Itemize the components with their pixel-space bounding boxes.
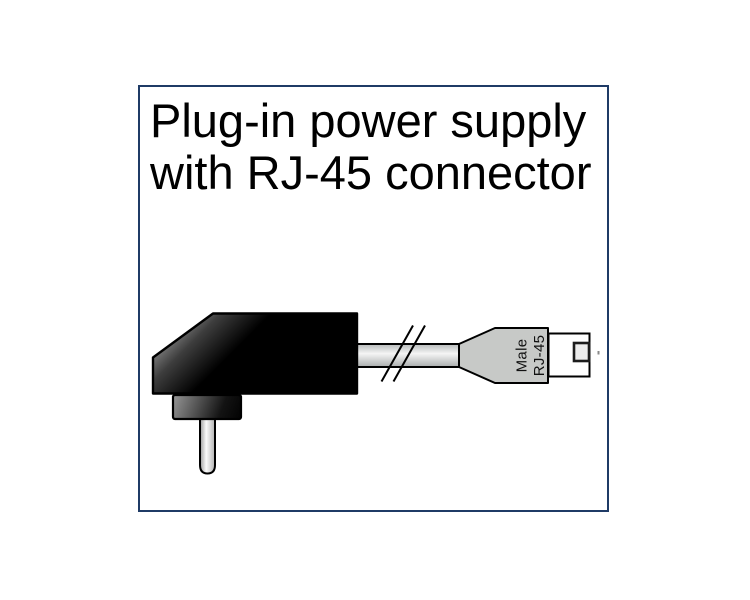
- connector-label-male: Male: [514, 339, 531, 373]
- figure-title-line1: Plug-in power supply: [150, 94, 587, 147]
- figure-frame: Plug-in power supply with RJ-45 connecto…: [138, 85, 609, 512]
- figure-title-line2: with RJ-45 connector: [150, 146, 592, 199]
- rj45-contact-window: [572, 341, 591, 363]
- cable-break-mark-left: [380, 325, 414, 382]
- power-supply-body: [151, 312, 359, 395]
- rj45-contact-mark: [597, 351, 600, 355]
- cable-break-mark-right: [392, 325, 426, 382]
- figure-title: Plug-in power supply with RJ-45 connecto…: [140, 87, 607, 199]
- connector-boot: [458, 327, 549, 384]
- connector-label-rj45: RJ-45: [531, 335, 548, 377]
- mains-pin: [199, 411, 216, 475]
- plug-base: [171, 393, 243, 421]
